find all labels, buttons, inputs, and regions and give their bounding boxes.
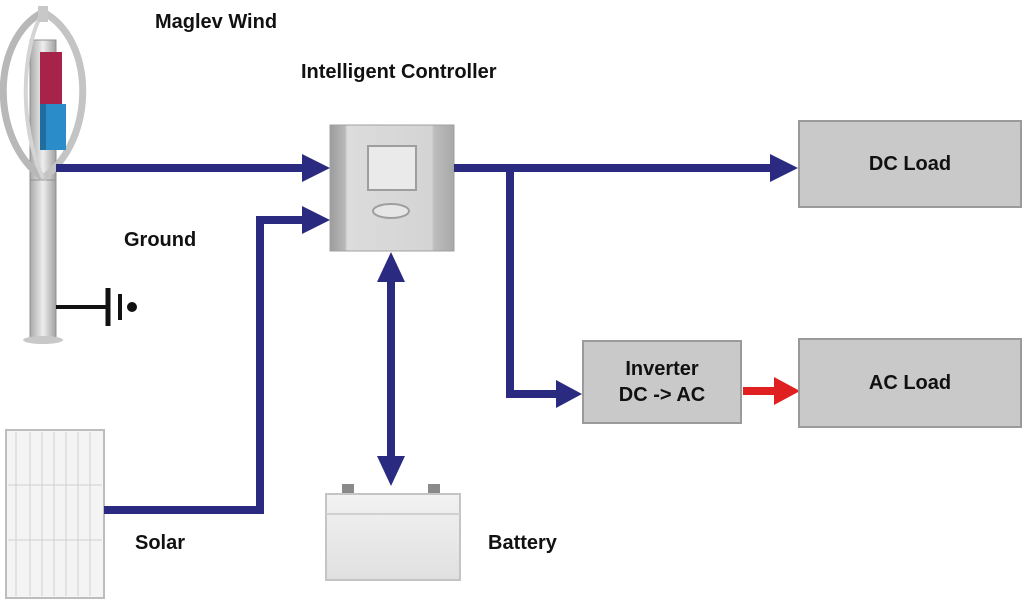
inverter-conversion-label: DC -> AC xyxy=(618,384,706,406)
dc-load-box: DC Load xyxy=(798,120,1022,208)
ac-load-label: AC Load xyxy=(868,372,952,394)
arrow-into-controller-wind xyxy=(302,154,330,182)
maglev-wind-label: Maglev Wind xyxy=(155,11,278,33)
arrow-into-dc-load xyxy=(770,154,798,182)
branch-to-inverter-line xyxy=(506,168,560,398)
inverter-box: Inverter DC -> AC xyxy=(582,340,742,424)
solar-panel-icon xyxy=(5,429,105,599)
arrow-up-controller xyxy=(377,252,405,282)
controller-device-icon xyxy=(329,124,455,252)
wind-turbine-icon xyxy=(0,6,87,344)
battery-icon xyxy=(325,484,461,581)
inverter-label: Inverter xyxy=(625,358,699,380)
solar-to-controller-line xyxy=(104,216,306,514)
dc-wiring xyxy=(56,164,776,514)
ac-wiring xyxy=(743,377,800,405)
ac-load-box: AC Load xyxy=(798,338,1022,428)
arrow-down-battery xyxy=(377,456,405,486)
dc-load-label: DC Load xyxy=(868,153,952,175)
ground-label: Ground xyxy=(124,229,197,251)
controller-label: Intelligent Controller xyxy=(301,61,497,83)
ground-symbol-icon xyxy=(56,288,137,326)
arrow-into-inverter xyxy=(556,380,582,408)
solar-label: Solar xyxy=(135,532,186,554)
arrow-into-controller-solar xyxy=(302,206,330,234)
battery-label: Battery xyxy=(488,532,557,554)
arrowheads xyxy=(302,154,798,486)
